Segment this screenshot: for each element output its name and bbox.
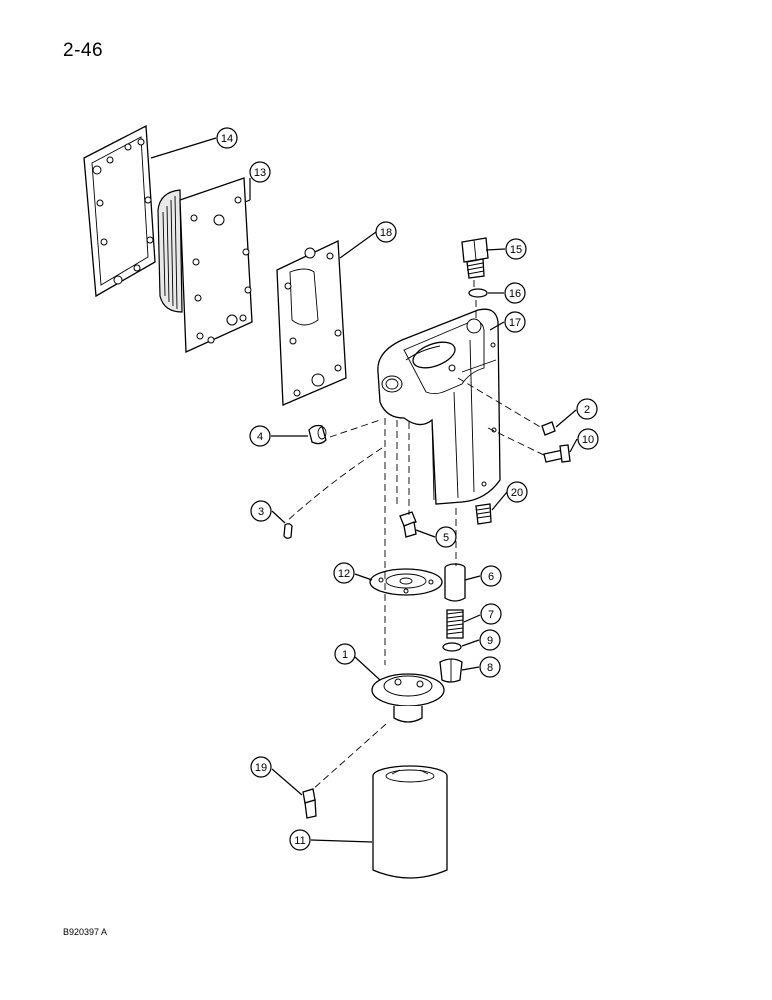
part-11-filter bbox=[372, 765, 448, 879]
part-12-valve-plate bbox=[369, 568, 443, 596]
svg-text:14: 14 bbox=[221, 133, 233, 145]
part-13-oil-cooler bbox=[157, 177, 253, 353]
page-number: 2-46 bbox=[63, 40, 104, 61]
svg-text:3: 3 bbox=[258, 506, 264, 518]
callout-7: 7 bbox=[480, 603, 502, 625]
callout-11: 11 bbox=[289, 829, 311, 851]
svg-text:20: 20 bbox=[511, 487, 523, 499]
figure-id: B920397 A bbox=[63, 927, 108, 937]
svg-text:17: 17 bbox=[509, 317, 521, 329]
callout-20: 20 bbox=[506, 481, 528, 503]
callout-18: 18 bbox=[375, 221, 397, 243]
callout-12: 12 bbox=[333, 562, 355, 584]
callout-16: 16 bbox=[504, 282, 526, 304]
svg-text:19: 19 bbox=[255, 762, 267, 774]
callout-15: 15 bbox=[505, 238, 527, 260]
part-19-fitting bbox=[302, 788, 317, 819]
svg-text:7: 7 bbox=[488, 609, 494, 621]
svg-text:2: 2 bbox=[584, 404, 590, 416]
callout-5: 5 bbox=[435, 526, 457, 548]
callout-2: 2 bbox=[576, 398, 598, 420]
part-1-filter-adapter bbox=[371, 673, 445, 723]
part-20-plug bbox=[475, 503, 492, 525]
svg-text:15: 15 bbox=[510, 244, 522, 256]
alignment-lines bbox=[285, 280, 547, 791]
callout-4: 4 bbox=[249, 425, 271, 447]
part-4-plug bbox=[308, 424, 327, 445]
callout-17: 17 bbox=[504, 311, 526, 333]
svg-text:1: 1 bbox=[342, 649, 348, 661]
svg-text:11: 11 bbox=[294, 835, 305, 847]
part-10-bolt bbox=[543, 444, 571, 463]
svg-text:5: 5 bbox=[443, 532, 449, 544]
svg-text:13: 13 bbox=[254, 167, 266, 179]
callout-9: 9 bbox=[479, 629, 501, 651]
callout-1: 1 bbox=[334, 643, 356, 665]
callout-3: 3 bbox=[250, 500, 272, 522]
svg-text:12: 12 bbox=[338, 568, 350, 580]
svg-text:18: 18 bbox=[380, 227, 392, 239]
part-8-plug bbox=[439, 658, 463, 683]
part-16-o-ring bbox=[468, 288, 488, 298]
part-14-gasket bbox=[83, 124, 156, 298]
callout-19: 19 bbox=[250, 756, 272, 778]
svg-text:10: 10 bbox=[582, 434, 594, 446]
svg-text:6: 6 bbox=[488, 571, 494, 583]
part-6-piston bbox=[444, 563, 466, 602]
part-15-fitting bbox=[461, 237, 489, 279]
callout-6: 6 bbox=[480, 565, 502, 587]
svg-text:8: 8 bbox=[487, 662, 493, 674]
callout-13: 13 bbox=[249, 161, 271, 183]
leader-lines bbox=[150, 137, 578, 843]
part-7-spring bbox=[446, 609, 464, 639]
part-17-housing bbox=[377, 308, 501, 505]
part-18-gasket bbox=[276, 239, 347, 406]
svg-text:16: 16 bbox=[509, 288, 521, 300]
part-2-plug bbox=[541, 421, 556, 436]
svg-text:9: 9 bbox=[487, 635, 493, 647]
callout-14: 14 bbox=[216, 127, 238, 149]
callout-10: 10 bbox=[577, 428, 599, 450]
part-5-screw bbox=[399, 511, 417, 538]
svg-text:4: 4 bbox=[257, 431, 263, 443]
part-3-pin bbox=[283, 523, 293, 539]
part-9-o-ring bbox=[442, 642, 462, 652]
callout-8: 8 bbox=[479, 656, 501, 678]
